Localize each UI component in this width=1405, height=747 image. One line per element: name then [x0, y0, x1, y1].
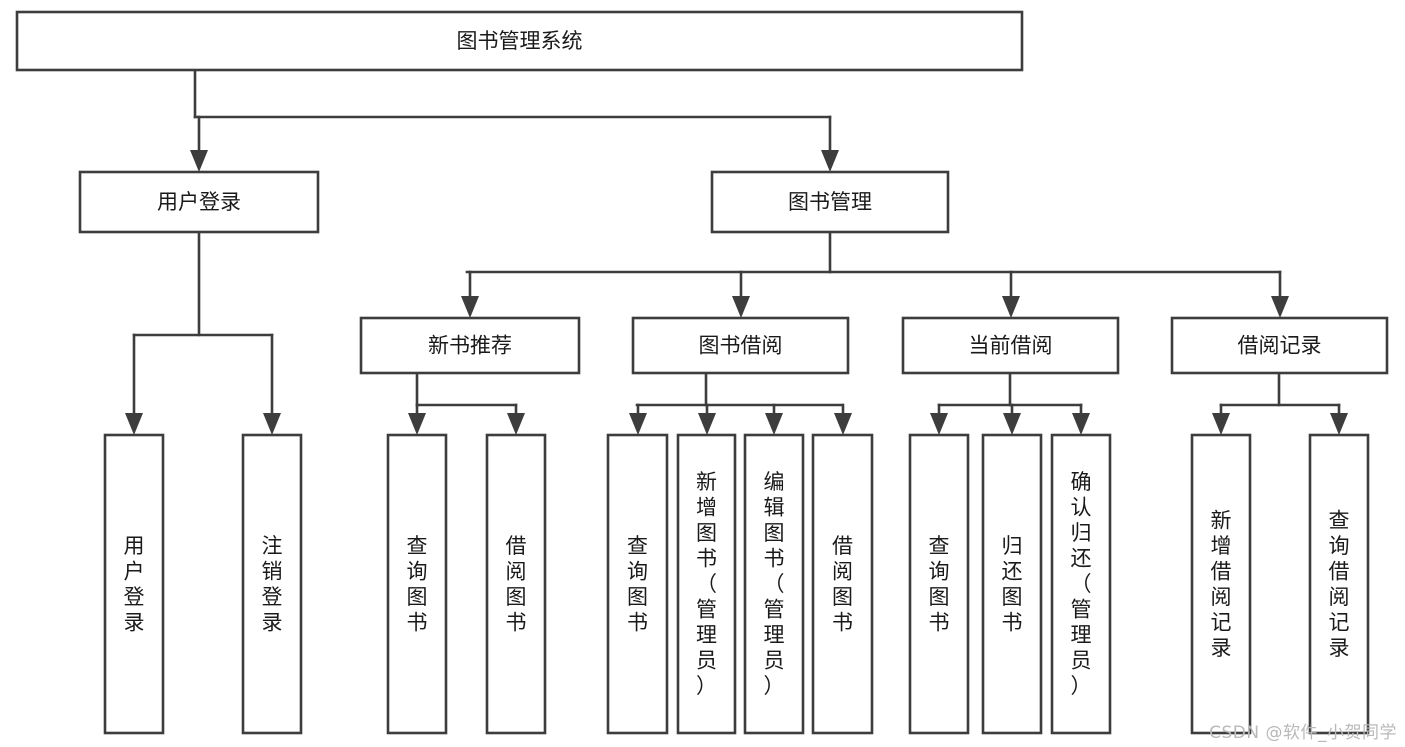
- connector-bus-user-login: [132, 230, 274, 337]
- connector-bus-current-borrow: [937, 371, 1083, 407]
- node-label: 查询图书: [407, 534, 428, 635]
- node-leaf-add-book[interactable]: 新增图书（管理员）: [676, 433, 737, 735]
- node-label: 图书管理: [788, 190, 872, 214]
- node-layer: 图书管理系统用户登录图书管理新书推荐图书借阅当前借阅借阅记录用户登录注销登录查询…: [15, 10, 1389, 735]
- node-label: 归还图书: [1002, 534, 1023, 635]
- edge-book-manage-to-current-borrow: [1002, 270, 1020, 318]
- node-label: 借阅图书: [506, 534, 527, 635]
- edge-current-borrow-to-leaf-confirm-return: [1072, 403, 1090, 435]
- connector-bus-borrow-record: [1219, 371, 1341, 407]
- node-leaf-borrow-book-1[interactable]: 借阅图书: [485, 433, 547, 735]
- edge-root-to-user-login: [190, 115, 208, 172]
- node-label: 查询借阅记录: [1329, 508, 1350, 660]
- edge-new-book-recommend-to-leaf-borrow-book-1: [507, 403, 525, 435]
- edge-new-book-recommend-to-leaf-query-book-1: [408, 403, 426, 435]
- connector-layer: [125, 68, 1348, 435]
- node-label: 图书管理系统: [457, 29, 583, 53]
- edge-user-login-to-leaf-user-login: [125, 333, 143, 435]
- node-label: 用户登录: [124, 534, 145, 635]
- node-new-book-recommend[interactable]: 新书推荐: [359, 316, 581, 375]
- node-label: 借阅记录: [1238, 334, 1322, 358]
- connector-bus-book-manage: [465, 230, 1282, 274]
- node-label: 确认归还（管理员）: [1071, 470, 1092, 698]
- node-label: 新增借阅记录: [1211, 508, 1232, 660]
- edge-current-borrow-to-leaf-query-book-3: [930, 403, 948, 435]
- edge-current-borrow-to-leaf-return-book: [1003, 403, 1021, 435]
- node-root[interactable]: 图书管理系统: [15, 10, 1024, 72]
- node-leaf-query-record[interactable]: 查询借阅记录: [1308, 433, 1370, 735]
- node-label: 查询图书: [929, 534, 950, 635]
- connector-bus-book-borrow: [635, 371, 844, 407]
- node-borrow-record[interactable]: 借阅记录: [1170, 316, 1389, 375]
- edge-root-to-book-manage: [821, 115, 839, 172]
- node-label: 新增图书（管理员）: [696, 470, 717, 698]
- node-label: 注销登录: [262, 534, 283, 635]
- edge-book-manage-to-new-book-recommend: [461, 270, 479, 318]
- node-leaf-borrow-book-2[interactable]: 借阅图书: [811, 433, 874, 735]
- edge-user-login-to-leaf-logout: [263, 333, 281, 435]
- node-leaf-confirm-return[interactable]: 确认归还（管理员）: [1050, 433, 1112, 735]
- connector-bus-root: [193, 68, 832, 119]
- node-leaf-query-book-3[interactable]: 查询图书: [908, 433, 970, 735]
- node-leaf-edit-book[interactable]: 编辑图书（管理员）: [743, 433, 805, 735]
- edge-book-manage-to-borrow-record: [1271, 270, 1289, 318]
- node-leaf-query-book-1[interactable]: 查询图书: [386, 433, 448, 735]
- watermark: CSDN @软件_小贺同学: [1209, 723, 1397, 743]
- node-leaf-add-record[interactable]: 新增借阅记录: [1190, 433, 1252, 735]
- node-label: 用户登录: [157, 190, 241, 214]
- node-label: 查询图书: [627, 534, 648, 635]
- node-label: 新书推荐: [428, 334, 512, 358]
- node-book-borrow[interactable]: 图书借阅: [631, 316, 850, 375]
- node-label: 图书借阅: [699, 334, 783, 358]
- edge-book-borrow-to-leaf-edit-book: [765, 403, 783, 435]
- node-leaf-logout[interactable]: 注销登录: [241, 433, 303, 735]
- edge-borrow-record-to-leaf-add-record: [1212, 403, 1230, 435]
- node-label: 编辑图书（管理员）: [764, 470, 785, 698]
- edge-book-borrow-to-leaf-borrow-book-2: [834, 403, 852, 435]
- node-leaf-query-book-2[interactable]: 查询图书: [606, 433, 669, 735]
- node-user-login[interactable]: 用户登录: [78, 170, 320, 234]
- connector-bus-new-book: [415, 371, 518, 407]
- edge-book-borrow-to-leaf-add-book: [698, 403, 716, 435]
- node-label: 借阅图书: [832, 534, 853, 635]
- node-label: 当前借阅: [969, 334, 1053, 358]
- edge-book-borrow-to-leaf-query-book-2: [629, 403, 647, 435]
- node-leaf-user-login[interactable]: 用户登录: [103, 433, 165, 735]
- node-book-manage[interactable]: 图书管理: [710, 170, 950, 234]
- edge-borrow-record-to-leaf-query-record: [1330, 403, 1348, 435]
- edge-book-manage-to-book-borrow: [732, 270, 750, 318]
- node-current-borrow[interactable]: 当前借阅: [901, 316, 1120, 375]
- node-leaf-return-book[interactable]: 归还图书: [981, 433, 1043, 735]
